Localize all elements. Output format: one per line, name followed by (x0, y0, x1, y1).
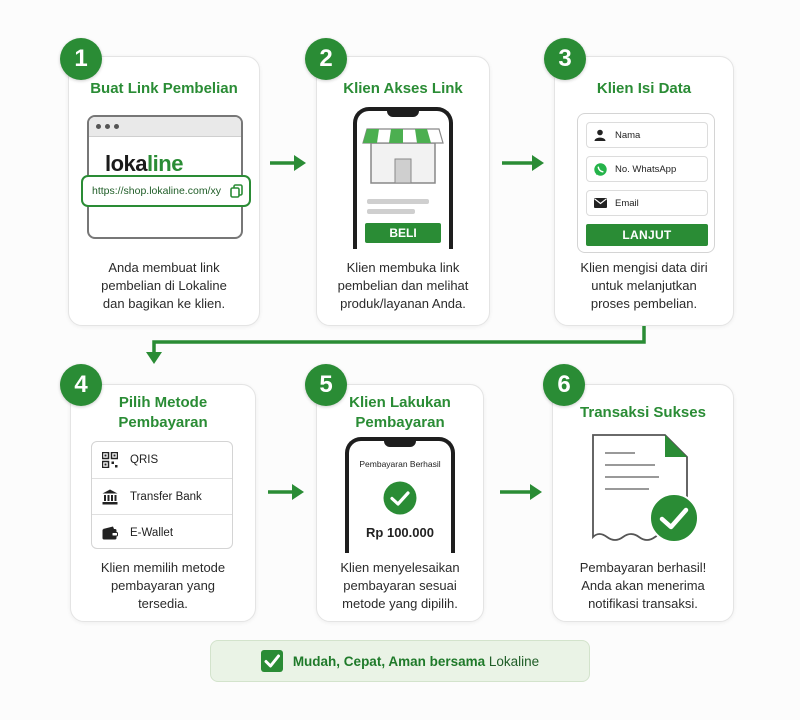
step-number-badge: 3 (544, 38, 586, 80)
step-title: Klien Akses Link (343, 80, 463, 97)
buy-button[interactable]: BELI (365, 223, 441, 243)
step-title: Pilih Metode Pembayaran (118, 394, 208, 431)
step-card-4: Pilih Metode Pembayaran QRIS Transfer Ba… (70, 384, 256, 622)
arrow-right-icon (502, 155, 544, 171)
step-description: Anda membuat link pembelian di Lokaline … (101, 260, 227, 311)
payment-method-label: Transfer Bank (130, 490, 202, 503)
step-number-badge: 5 (305, 364, 347, 406)
wallet-icon (102, 526, 118, 540)
tagline-text: Mudah, Cepat, Aman bersama Lokaline (292, 653, 540, 669)
step-title: Klien Lakukan Pembayaran (349, 394, 451, 431)
email-field[interactable]: Email (586, 190, 708, 216)
payment-method-qris[interactable]: QRIS (92, 442, 232, 478)
purchase-link-url: https://shop.lokaline.com/xy (92, 185, 221, 197)
arrow-right-icon (270, 155, 306, 171)
checkbox-icon (260, 650, 283, 672)
phone-mockup: Pembayaran Berhasil Rp 100.000 (345, 437, 455, 553)
mail-icon (593, 198, 607, 208)
phone-mockup: BELI (353, 107, 453, 249)
arrow-right-icon (268, 484, 304, 500)
step-description: Klien memilih metode pembayaran yang ter… (100, 560, 226, 611)
purchase-link-field[interactable]: https://shop.lokaline.com/xy (81, 175, 251, 207)
bank-icon (102, 489, 118, 505)
user-icon (593, 129, 607, 141)
step-card-2: Klien Akses Link BELI Klien membuka link… (316, 56, 490, 326)
payment-method-e-wallet[interactable]: E-Wallet (92, 514, 232, 550)
browser-titlebar (89, 117, 241, 137)
step-number-badge: 2 (305, 38, 347, 80)
name-field-label: Nama (615, 129, 641, 141)
email-field-label: Email (615, 197, 639, 209)
step-description: Klien mengisi data diri untuk melanjutka… (580, 260, 708, 311)
whatsapp-field[interactable]: No. WhatsApp (586, 156, 708, 182)
whatsapp-field-label: No. WhatsApp (615, 163, 677, 175)
step-title: Klien Isi Data (596, 80, 692, 97)
payment-amount: Rp 100.000 (366, 525, 434, 540)
step-number-badge: 4 (60, 364, 102, 406)
payment-status-text: Pembayaran Berhasil (359, 459, 441, 469)
customer-data-form: Nama No. WhatsApp Email LANJUT (577, 113, 715, 253)
step-card-6: Transaksi Sukses Pembayaran berhasil! An… (552, 384, 734, 622)
product-line (367, 199, 429, 204)
step-card-3: Klien Isi Data Nama No. WhatsApp Email (554, 56, 734, 326)
step-number-badge: 1 (60, 38, 102, 80)
product-line (367, 209, 415, 214)
storefront-icon (362, 128, 444, 184)
copy-icon[interactable] (230, 184, 249, 198)
check-circle-icon (649, 493, 699, 543)
step-card-1: Buat Link Pembelian lokaline https://sho… (68, 56, 260, 326)
step-title: Buat Link Pembelian (90, 80, 238, 97)
payment-method-list: QRIS Transfer Bank E-Wallet (91, 441, 233, 549)
step-description: Klien menyelesaikan pembayaran sesuai me… (340, 560, 460, 611)
step-title: Transaksi Sukses (580, 404, 706, 421)
brand-logo: lokaline (105, 151, 183, 176)
step-description: Klien membuka link pembelian dan melihat… (337, 260, 469, 311)
qr-code-icon (102, 452, 118, 468)
arrow-right-icon (500, 484, 542, 500)
tagline-banner: Mudah, Cepat, Aman bersama Lokaline (210, 640, 590, 682)
step-number-badge: 6 (543, 364, 585, 406)
step-card-5: Klien Lakukan Pembayaran Pembayaran Berh… (316, 384, 484, 622)
payment-method-label: QRIS (130, 454, 159, 466)
continue-button[interactable]: LANJUT (586, 224, 708, 246)
check-circle-icon (383, 481, 417, 515)
payment-method-transfer-bank[interactable]: Transfer Bank (92, 478, 232, 514)
name-field[interactable]: Nama (586, 122, 708, 148)
step-description: Pembayaran berhasil! Anda akan menerima … (579, 560, 707, 611)
connector-arrow-icon (146, 326, 646, 364)
payment-method-label: E-Wallet (130, 526, 174, 539)
whatsapp-icon (593, 162, 607, 176)
